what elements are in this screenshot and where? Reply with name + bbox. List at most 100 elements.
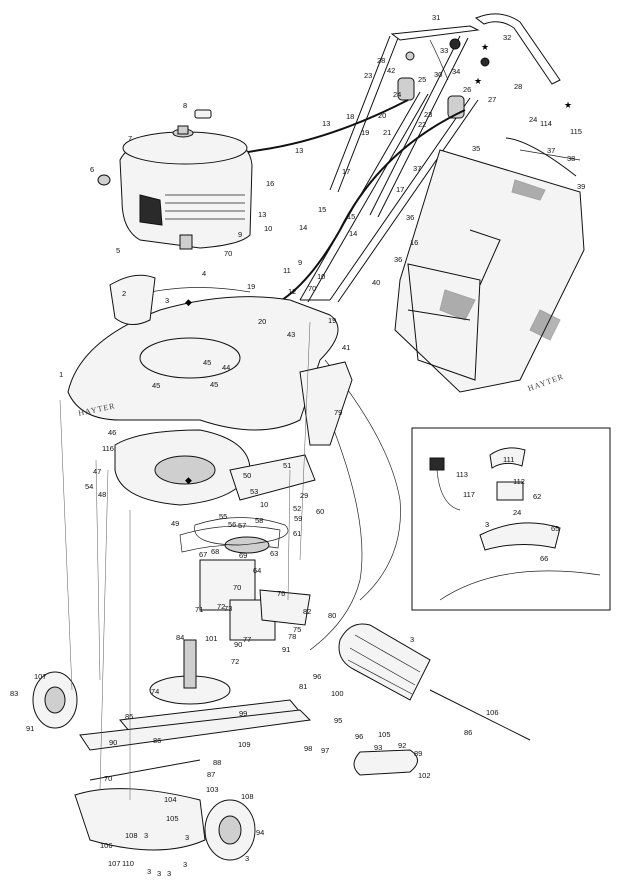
star-marker: ★ (481, 42, 490, 52)
part-callout: 3 (165, 296, 170, 305)
part-callout: 46 (108, 428, 117, 437)
part-callout: 10 (264, 224, 273, 233)
blade-drive (79, 639, 312, 751)
inset-box (411, 427, 611, 611)
part-callout: 82 (303, 607, 312, 616)
part-callout: 97 (321, 746, 330, 755)
part-callout: 36 (394, 255, 403, 264)
part-callout: 24 (393, 90, 402, 99)
part-callout: 110 (122, 859, 134, 868)
part-callout: 45 (152, 381, 161, 390)
part-callout: 8 (183, 101, 188, 110)
part-callout: 103 (206, 785, 219, 794)
rear-flap (74, 759, 206, 851)
part-callout: 63 (270, 549, 279, 558)
part-callout: 75 (293, 625, 302, 634)
part-callout: 74 (151, 687, 160, 696)
part-callout: 88 (213, 758, 222, 767)
part-callout: 45 (203, 358, 212, 367)
part-callout: 55 (219, 512, 228, 521)
part-callout: 59 (294, 514, 303, 523)
part-callout: 22 (418, 120, 427, 129)
part-callout: 60 (316, 507, 325, 516)
control-cable (259, 109, 466, 311)
part-callout: 28 (514, 82, 523, 91)
part-callout: 67 (199, 550, 208, 559)
part-callout: 108 (241, 792, 254, 801)
part-callout: 29 (300, 491, 309, 500)
part-callout: 106 (486, 708, 499, 717)
part-callout: 14 (299, 223, 308, 232)
chassis (114, 429, 316, 553)
part-callout: 56 (228, 520, 237, 529)
part-callout: 76 (277, 589, 286, 598)
gearbox (199, 536, 311, 641)
part-callout: 105 (378, 730, 391, 739)
part-callout: 19 (328, 316, 337, 325)
part-callout: 7 (128, 134, 133, 143)
part-callout: 41 (342, 343, 351, 352)
mower-deck (67, 274, 353, 446)
part-callout: 30 (434, 70, 443, 79)
part-callout: 20 (378, 111, 387, 120)
part-callout: 4 (202, 269, 207, 278)
grass-box (394, 137, 585, 393)
part-callout: 44 (222, 363, 231, 372)
part-callout: 107 (108, 859, 121, 868)
part-callout: 107 (34, 672, 47, 681)
part-callout: 96 (313, 672, 322, 681)
part-callout: 48 (98, 490, 107, 499)
part-callout: 100 (331, 689, 344, 698)
part-callout: 78 (288, 632, 297, 641)
part-callout: 18 (346, 112, 355, 121)
part-callout: 105 (166, 814, 179, 823)
inset-part-callout: 111 (503, 455, 515, 464)
part-callout: 16 (410, 238, 419, 247)
part-callout: 11 (283, 266, 291, 275)
diamond-marker: ◆ (185, 297, 192, 307)
part-callout: 53 (250, 487, 259, 496)
part-callout: 10 (260, 500, 269, 509)
part-callout: 87 (207, 770, 216, 779)
part-callout: 68 (211, 547, 220, 556)
part-callout: 33 (440, 46, 449, 55)
part-callout: 28 (377, 56, 386, 65)
part-callout: 15 (318, 205, 327, 214)
part-callout: 40 (372, 278, 381, 287)
part-callout: 115 (570, 127, 582, 136)
part-callout: 90 (109, 738, 118, 747)
part-callout: 81 (299, 682, 308, 691)
part-callout: 21 (383, 128, 392, 137)
engine (97, 109, 253, 250)
part-callout: 61 (293, 529, 302, 538)
part-callout: 98 (304, 744, 313, 753)
part-callout: 24 (529, 115, 538, 124)
part-callout: 104 (164, 795, 177, 804)
part-callout: 38 (567, 154, 576, 163)
part-callout: 84 (176, 633, 185, 642)
part-callout: 116 (102, 444, 114, 453)
part-callout: 79 (334, 408, 343, 417)
roller (338, 623, 531, 741)
part-callout: 20 (258, 317, 267, 326)
part-callout: 108 (125, 831, 138, 840)
part-callout: 3 (144, 831, 149, 840)
part-callout: 106 (100, 841, 113, 850)
part-callout: 64 (253, 566, 262, 575)
inset-part-callout: 66 (540, 554, 549, 563)
inset-part-callout: 112 (513, 477, 525, 486)
part-callout: 50 (243, 471, 252, 480)
part-callout: 101 (205, 634, 218, 643)
part-callout: 54 (85, 482, 94, 491)
part-callout: 91 (26, 724, 35, 733)
part-callout: 2 (122, 289, 127, 298)
part-callout: 52 (293, 504, 302, 513)
part-callout: 3 (183, 860, 188, 869)
part-callout: 57 (238, 521, 247, 530)
part-callout: 70 (308, 284, 317, 293)
part-callout: 77 (243, 635, 252, 644)
inset-part-callout: 62 (533, 492, 542, 501)
part-callout: 93 (374, 743, 383, 752)
